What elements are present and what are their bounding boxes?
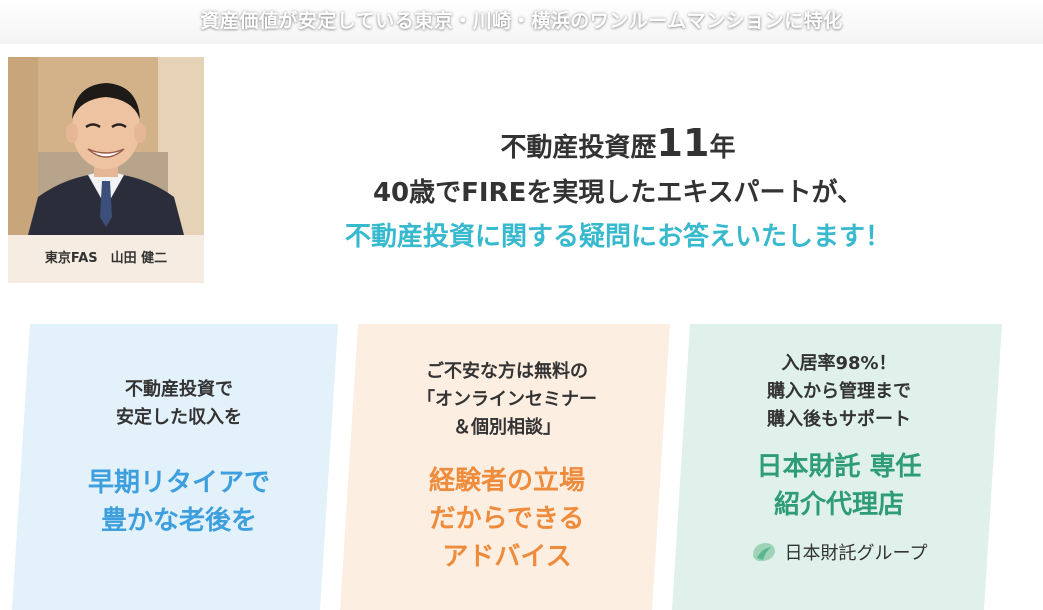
card-intro-text: ご不安な方は無料の 「オンラインセミナー ＆個別相談」 xyxy=(417,361,597,438)
profile-photo xyxy=(8,57,204,235)
profile-caption: 東京FAS 山田 健二 xyxy=(44,251,168,266)
leaf-mark-icon xyxy=(752,543,775,562)
group-logo: 日本財託グループ xyxy=(672,540,1006,564)
card-background xyxy=(672,324,1002,610)
headline-line1-prefix: 不動産投資歴 xyxy=(500,133,657,163)
card-background xyxy=(340,324,670,610)
feature-card-seminar: ご不安な方は無料の 「オンラインセミナー ＆個別相談」 経験者の立場 だからでき… xyxy=(340,324,674,610)
card-intro-text: 入居率98%！ 購入から管理まで 購入後もサポート xyxy=(767,353,911,430)
card-intro-text: 不動産投資で 安定した収入を xyxy=(116,379,242,428)
headline-line-2: 40歳でFIREを実現したエキスパートが、 xyxy=(372,178,864,208)
card-accent-text: 経験者の立場 だからできる アドバイス xyxy=(428,466,585,572)
card-background xyxy=(12,324,338,610)
feature-card-agency: 入居率98%！ 購入から管理まで 購入後もサポート 日本財託 専任 紹介代理店 … xyxy=(672,324,1006,610)
headline-line-1: 不動産投資歴11年 xyxy=(208,120,1028,171)
headline-line-3: 不動産投資に関する疑問にお答えいたします！ xyxy=(344,222,891,252)
group-logo-text: 日本財託グループ xyxy=(784,543,928,564)
top-banner: 資産価値が安定している東京・川崎・横浜のワンルームマンションに特化 xyxy=(0,0,1043,44)
headline-years-number: 11 xyxy=(656,121,710,165)
profile-card: 東京FAS 山田 健二 xyxy=(8,57,204,283)
feature-card-income: 不動産投資で 安定した収入を 早期リタイアで 豊かな老後を xyxy=(12,324,346,610)
card-accent-text: 早期リタイアで 豊かな老後を xyxy=(87,468,270,536)
feature-cards: 不動産投資で 安定した収入を 早期リタイアで 豊かな老後を ご不安な方は無料の … xyxy=(0,324,1043,610)
headline-line1-suffix: 年 xyxy=(709,133,736,163)
headline: 不動産投資歴11年 40歳でFIREを実現したエキスパートが、 不動産投資に関す… xyxy=(208,120,1028,259)
card-accent-text: 日本財託 専任 紹介代理店 xyxy=(756,452,922,520)
